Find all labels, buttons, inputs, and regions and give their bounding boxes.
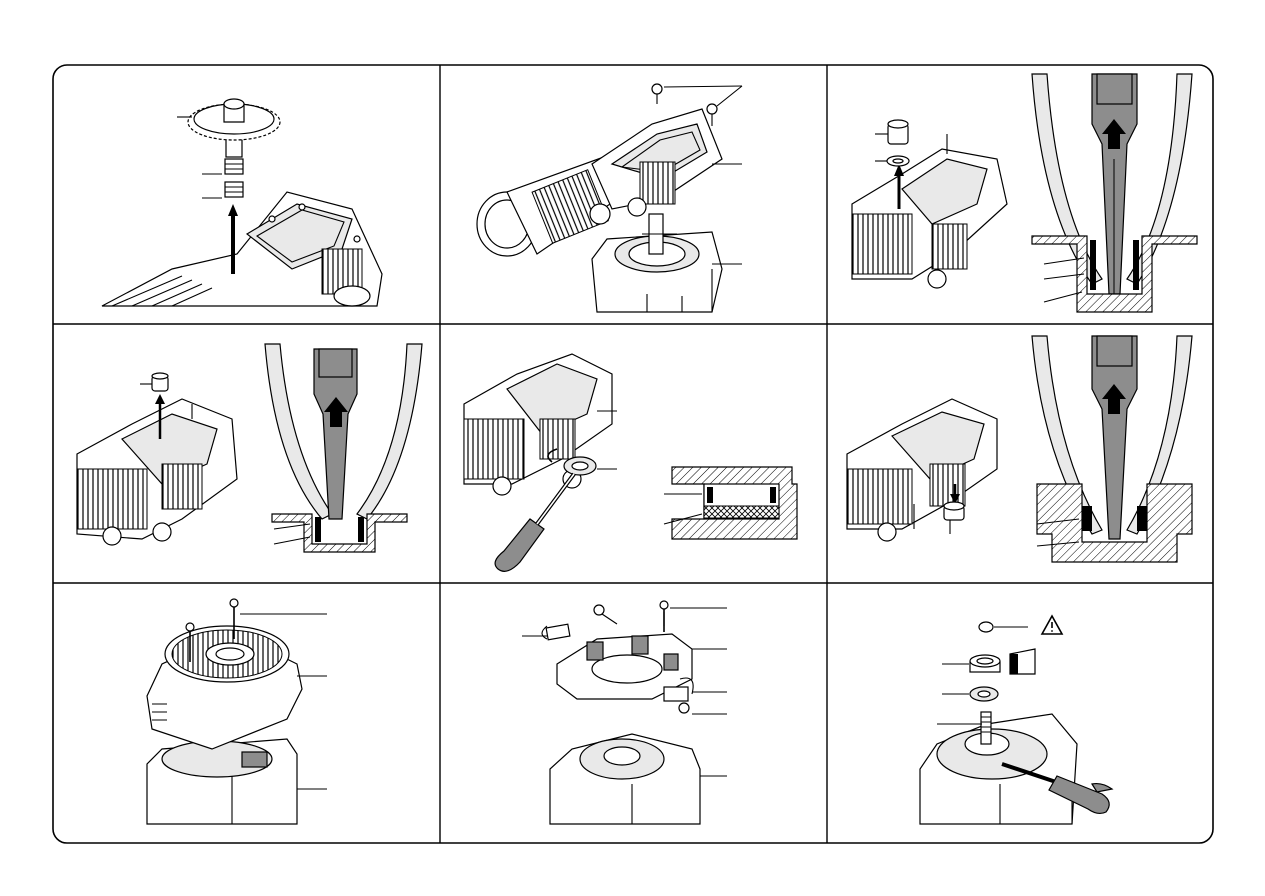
- panel-armature-bearing: [919, 614, 1114, 825]
- panel-brush-holder: [522, 600, 727, 825]
- sheet-frame: [52, 64, 1214, 844]
- exploded-view-diagram: [52, 64, 1214, 844]
- panel-seal-removal: [463, 353, 798, 572]
- illustration-sheet: [52, 64, 1214, 844]
- panel-gear-housing-screws: [476, 83, 743, 313]
- panel-gear-removal: [101, 98, 383, 307]
- arrow-up-icon: [324, 397, 348, 427]
- panel-motor-cover-screws: [146, 598, 327, 825]
- panel-bearing-puller-3: [846, 335, 1193, 563]
- panel-bearing-puller-1: [851, 73, 1198, 313]
- arrow-up-icon: [1102, 119, 1126, 149]
- panel-bearing-puller-2: [76, 343, 423, 553]
- arrow-up-icon: [1102, 384, 1126, 414]
